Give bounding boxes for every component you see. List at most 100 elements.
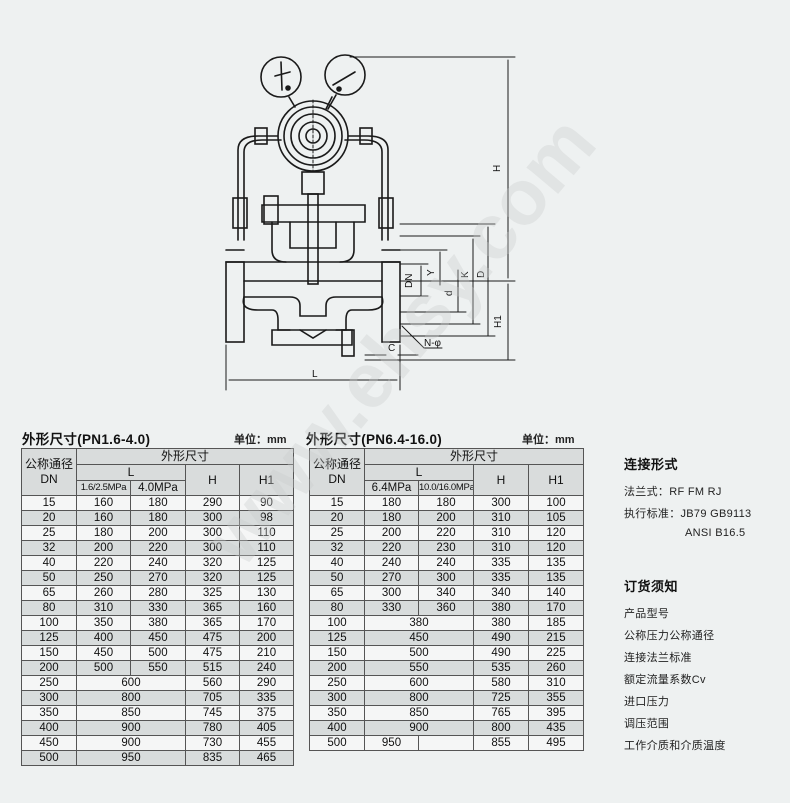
cell-h1: 260 [527,660,585,676]
col-header-h1: H1 [527,464,585,496]
cell-h: 730 [185,735,240,751]
table2-title: 外形尺寸(PN6.4-16.0) [306,432,443,447]
cell-h1: 185 [527,615,585,631]
cell-dn: 25 [21,525,77,541]
col-header-l-6-4: 6.4MPa [364,480,419,496]
connection-standard-cont: ANSI B16.5 [685,527,746,539]
dim-label-l: L [312,369,318,380]
cell-h1: 90 [238,495,295,511]
ordering-note-item: 进口压力 [624,696,670,708]
cell-l2: 360 [418,600,474,616]
ordering-note-item: 工作介质和介质温度 [624,740,726,752]
cell-h: 310 [473,525,529,541]
cell-h1: 105 [527,510,585,526]
connection-flange: 法兰式：RF FM RJ [624,486,722,498]
cell-l1: 270 [364,570,419,586]
cell-h1: 215 [527,630,585,646]
cell-l1: 260 [76,585,131,601]
cell-l1: 220 [76,555,131,571]
cell-l: 450 [364,630,474,646]
cell-l: 800 [76,690,186,706]
cell-l: 850 [364,705,474,721]
connection-standard: 执行标准：JB79 GB9113 [624,508,752,520]
cell-h: 765 [473,705,529,721]
cell-l: 500 [364,645,474,661]
col-header-l: L [364,464,474,481]
cell-l: 900 [76,735,186,751]
cell-h1: 455 [238,735,295,751]
cell-dn: 150 [21,645,77,661]
cell-l1: 160 [76,510,131,526]
cell-dn: 50 [21,570,77,586]
dim-label-dn: DN [404,274,415,288]
cell-l2: 240 [130,555,186,571]
cell-h: 560 [185,675,240,691]
col-header-h: H [185,464,240,496]
col-header-h1: H1 [238,464,295,496]
cell-h: 290 [185,495,240,511]
cell-l2: 220 [418,525,474,541]
cell-l1: 200 [364,525,419,541]
cell-h1: 100 [527,495,585,511]
cell-l: 950 [76,750,186,766]
cell-dn: 200 [309,660,365,676]
cell-h: 535 [473,660,529,676]
col-header-group: 外形尺寸 [75,448,295,465]
cell-l1: 250 [76,570,131,586]
cell-l1: 350 [76,615,131,631]
cell-dn: 40 [309,555,365,571]
cell-h: 835 [185,750,240,766]
cell-h1: 98 [238,510,295,526]
cell-h: 335 [473,555,529,571]
cell-h: 725 [473,690,529,706]
dim-label-n-phi: N-φ [424,338,442,349]
cell-h1: 140 [527,585,585,601]
cell-dn: 200 [21,660,77,676]
ordering-note-item: 连接法兰标准 [624,652,692,664]
cell-l: 600 [76,675,186,691]
cell-dn: 100 [309,615,365,631]
cell-h1: 240 [238,660,295,676]
cell-h: 310 [473,540,529,556]
cell-h: 365 [185,615,240,631]
cell-dn: 32 [309,540,365,556]
cell-l: 900 [76,720,186,736]
cell-dn: 500 [21,750,77,766]
cell-l2: 180 [130,510,186,526]
cell-h: 300 [473,495,529,511]
cell-dn: 40 [21,555,77,571]
cell-h: 340 [473,585,529,601]
cell-l2: 230 [418,540,474,556]
col-header-l-10-16: 10.0/16.0MPa [418,480,474,496]
cell-l1: 220 [364,540,419,556]
cell-h: 300 [185,540,240,556]
cell-l2: 300 [418,570,474,586]
cell-dn: 100 [21,615,77,631]
cell-h1: 405 [238,720,295,736]
cell-l1: 240 [364,555,419,571]
table1-unit: 单位：mm [234,434,287,446]
cell-h1: 135 [527,555,585,571]
cell-h1: 170 [527,600,585,616]
cell-l1: 500 [76,660,131,676]
cell-dn: 250 [21,675,77,691]
cell-l: 380 [364,615,474,631]
cell-l1: 180 [364,510,419,526]
cell-h: 320 [185,570,240,586]
cell-h1: 120 [527,525,585,541]
cell-l1: 950 [364,735,419,751]
cell-l1: 310 [76,600,131,616]
cell-dn: 20 [21,510,77,526]
cell-dn: 15 [21,495,77,511]
dim-label-d: d [444,290,455,296]
